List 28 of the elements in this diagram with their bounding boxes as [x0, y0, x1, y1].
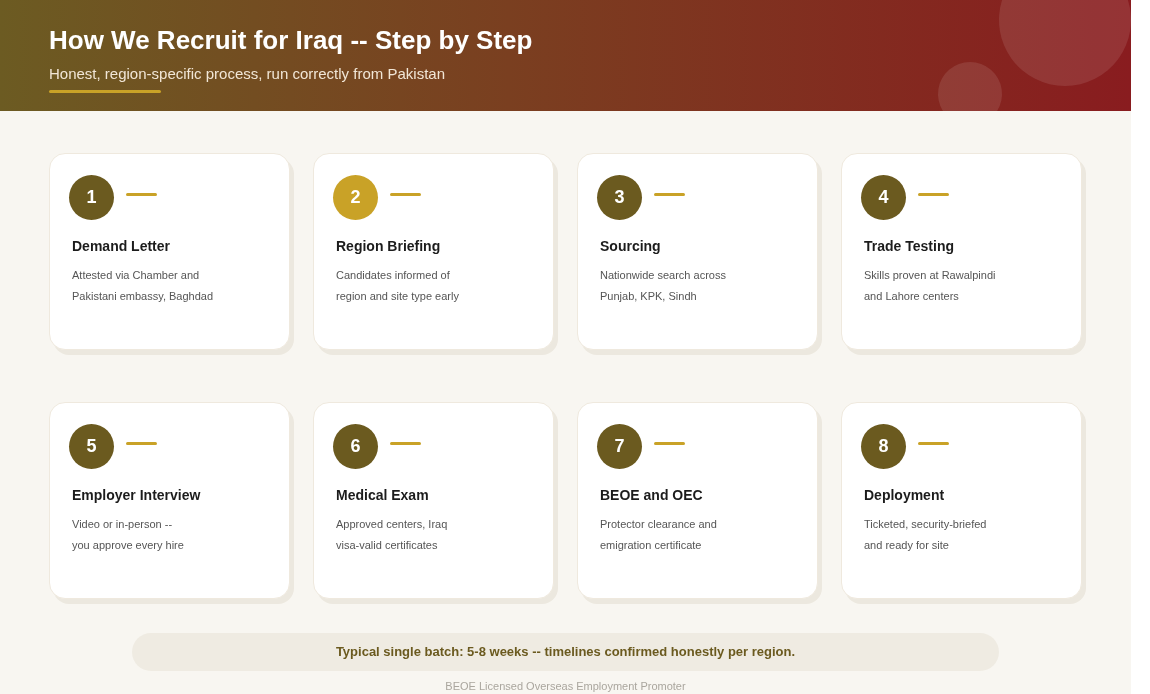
footer-note: BEOE Licensed Overseas Employment Promoter	[445, 680, 686, 692]
step-description: Nationwide search across Punjab, KPK, Sindh	[600, 268, 727, 304]
step-number: 8	[861, 424, 906, 469]
step-number: 1	[69, 175, 114, 220]
step-number: 7	[597, 424, 642, 469]
step-description: Candidates informed of region and site type early	[336, 268, 460, 304]
subtitle: Honest, region-specific process, run correctly from Pakistan	[49, 65, 445, 83]
page-title: How We Recruit for Iraq -- Step by Step	[49, 24, 533, 56]
step-title: Sourcing	[600, 237, 661, 255]
step-title: BEOE and OEC	[600, 486, 703, 504]
step-description: Attested via Chamber and Pakistani embassy, Baghdad	[72, 268, 215, 304]
step-title: Region Briefing	[336, 237, 441, 255]
step-number: 2	[333, 175, 378, 220]
step-number: 4	[861, 175, 906, 220]
step-description: Video or in-person -- you approve every hire	[72, 517, 185, 553]
step-number: 6	[333, 424, 378, 469]
step-title: Employer Interview	[72, 486, 201, 504]
step-number: 3	[597, 175, 642, 220]
step-title: Trade Testing	[864, 237, 954, 255]
step-title: Deployment	[864, 486, 945, 504]
step-description: Protector clearance and emigration certificate	[600, 517, 718, 553]
step-description: Ticketed, security-briefed and ready for site	[864, 517, 988, 553]
summary-banner: Typical single batch: 5-8 weeks -- timelines confirmed honestly per region.	[132, 633, 999, 671]
step-description: Skills proven at Rawalpindi and Lahore centers	[864, 268, 997, 304]
step-title: Medical Exam	[336, 486, 429, 504]
step-description: Approved centers, Iraq visa-valid certificates	[336, 517, 449, 553]
step-number: 5	[69, 424, 114, 469]
step-title: Demand Letter	[72, 237, 171, 255]
